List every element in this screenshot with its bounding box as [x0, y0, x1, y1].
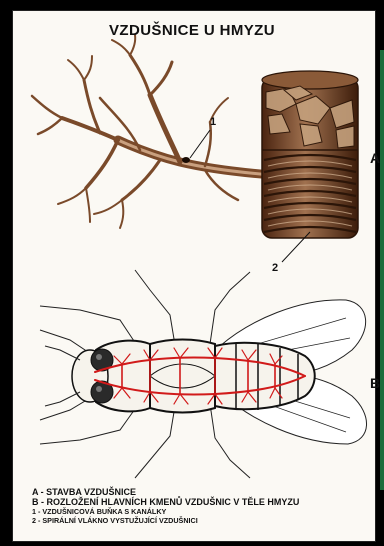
legend: A - STAVBA VZDUŠNICE B - ROZLOŽENÍ HLAVN… [32, 487, 372, 525]
insect-head [72, 349, 113, 403]
trachea-branches [32, 35, 272, 228]
legend-line-2: 2 - SPIRÁLNÍ VLÁKNO VYSTUŽUJÍCÍ VZDUŠNIC… [32, 516, 372, 525]
page-title: VZDUŠNICE U HMYZU [0, 22, 384, 39]
trachea-cylinder [262, 71, 358, 238]
tracheal-cell-nucleus [182, 157, 190, 163]
legend-line-a: A - STAVBA VZDUŠNICE [32, 487, 372, 497]
legend-line-1: 1 - VZDUŠNICOVÁ BUŇKA S KANÁLKY [32, 507, 372, 516]
legend-line-b: B - ROZLOŽENÍ HLAVNÍCH KMENŮ VZDUŠNIC V … [32, 497, 372, 507]
callout-number-1: 1 [210, 116, 216, 128]
callout-line-1 [190, 130, 210, 158]
callout-number-2: 2 [272, 262, 278, 274]
insect-body [96, 340, 315, 413]
panel-label-b: B [370, 375, 380, 391]
panel-label-a: A [370, 150, 380, 166]
